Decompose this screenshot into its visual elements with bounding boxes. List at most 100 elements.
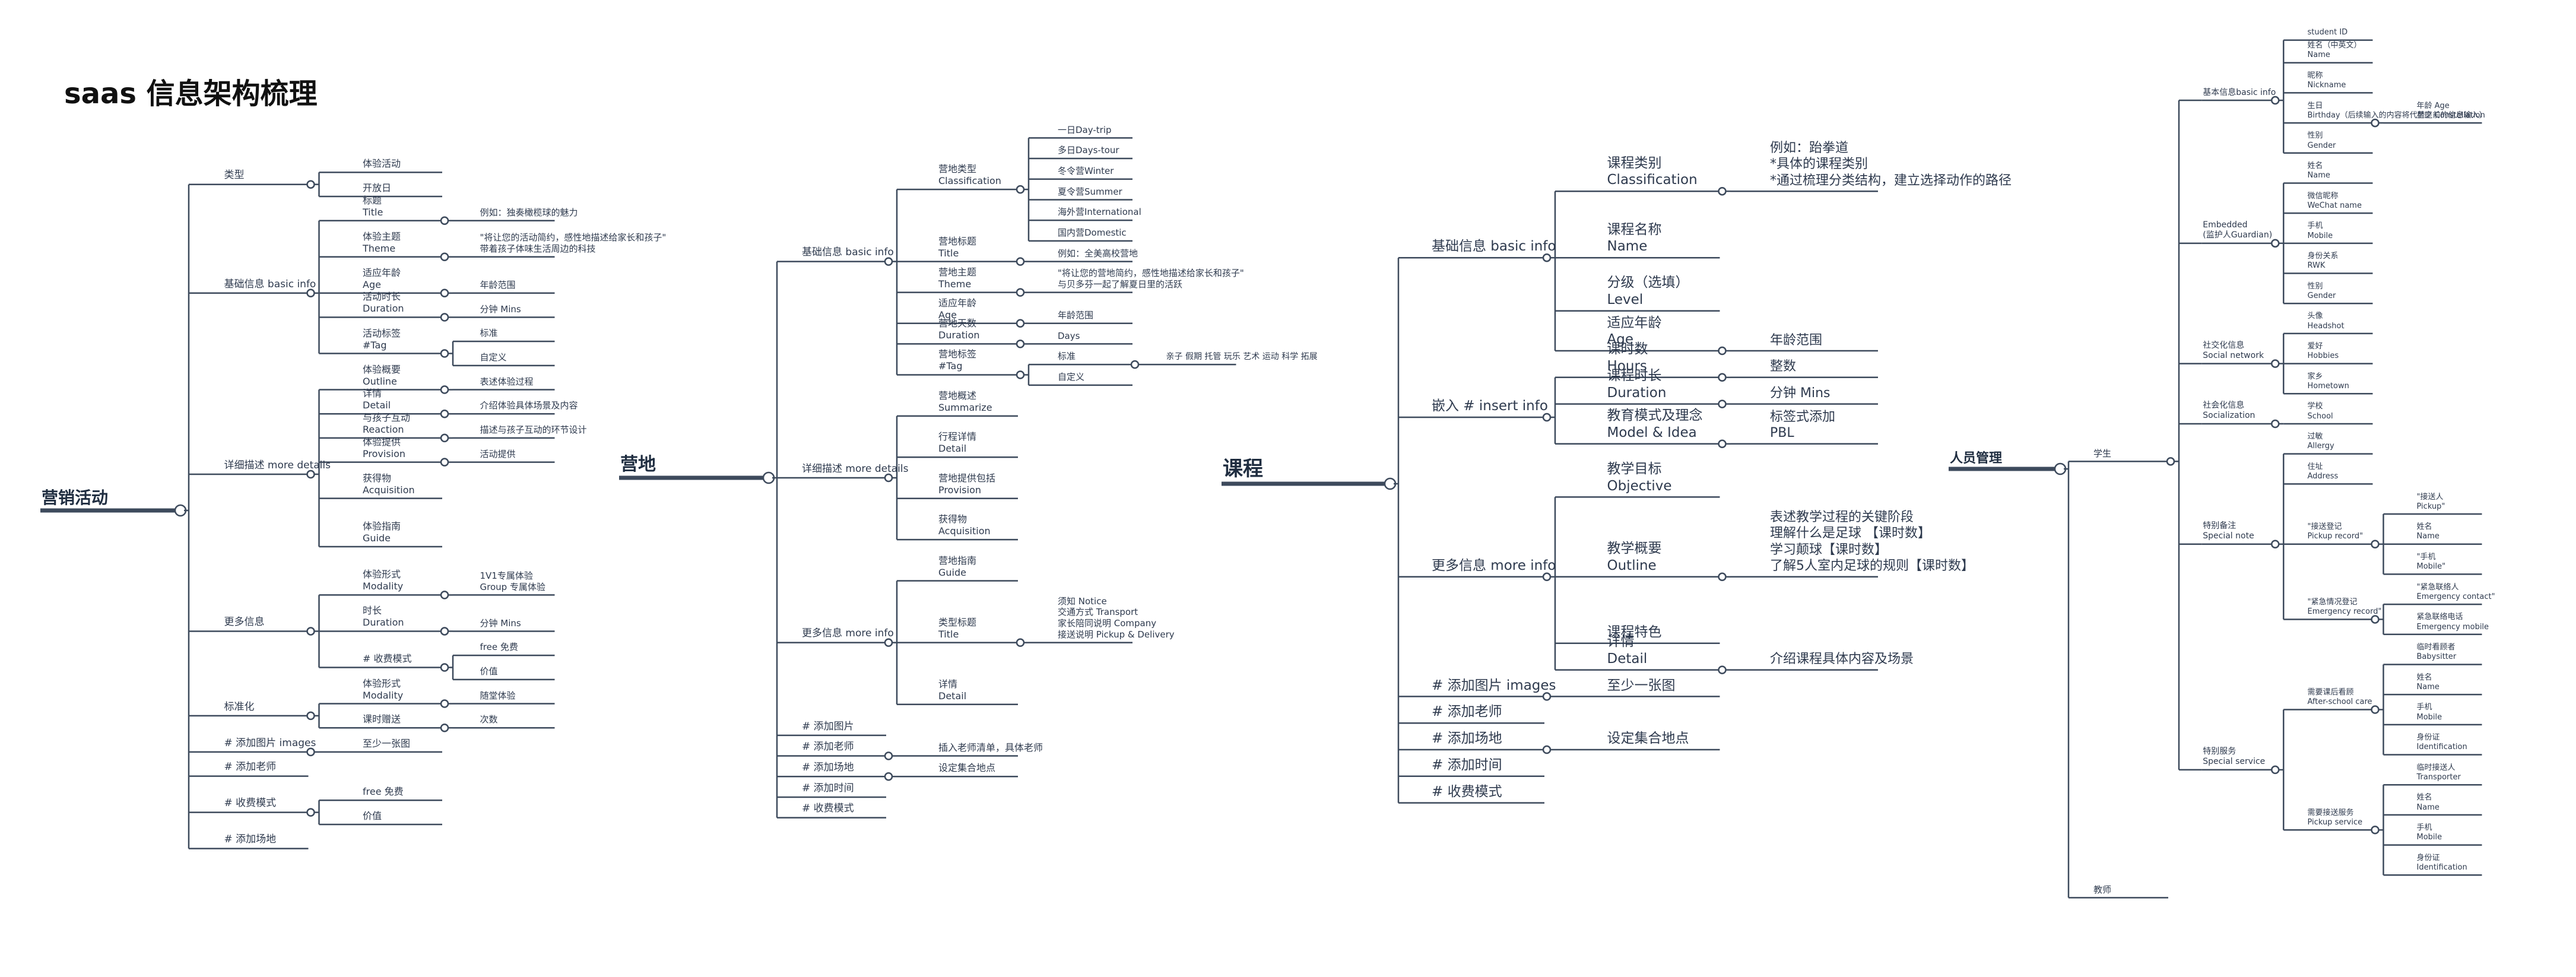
camp-node-3-67[interactable]: 自定义 <box>1058 372 1085 383</box>
camp-node-1-79[interactable]: # 添加老师 <box>802 741 854 753</box>
camp-node-3-63[interactable]: Days <box>1058 330 1080 341</box>
personnel-node-4-154[interactable]: 手机 Mobile <box>2416 823 2442 842</box>
personnel-node-3-136[interactable]: 过敏 Allergy <box>2307 432 2334 451</box>
course-node-2-94[interactable]: 课时数 Hours <box>1607 341 1648 375</box>
personnel-node-4-155[interactable]: 身份证 Identification <box>2416 853 2467 873</box>
course-node-1-113[interactable]: # 收费模式 <box>1432 783 1502 800</box>
marketing-node-2-19[interactable]: 详情 Detail <box>363 388 391 411</box>
course-node-2-105[interactable]: 详情 Detail <box>1607 634 1648 667</box>
marketing-node-2-13[interactable]: 活动标签 #Tag <box>363 327 401 351</box>
camp-node-2-64[interactable]: 营地标签 #Tag <box>938 348 977 372</box>
personnel-node-2-135[interactable]: 特别备注 Special note <box>2203 521 2254 541</box>
personnel-node-4-153[interactable]: 姓名 Name <box>2416 793 2439 812</box>
marketing-node-2-7[interactable]: 体验主题 Theme <box>363 230 401 254</box>
marketing-node-2-26[interactable]: 体验指南 Guide <box>363 521 401 544</box>
course-node-2-87[interactable]: 课程类别 Classification <box>1607 155 1698 188</box>
marketing-node-3-34[interactable]: 价值 <box>480 666 498 677</box>
camp-node-0-47[interactable]: 营地 <box>620 453 656 475</box>
marketing-node-1-4[interactable]: 基础信息 basic info <box>224 278 316 290</box>
camp-node-3-57[interactable]: 例如：全美高校营地 <box>1058 248 1138 259</box>
camp-node-2-56[interactable]: 营地标题 Title <box>938 235 977 259</box>
course-node-3-99[interactable]: 标签式添加 PBL <box>1770 409 1836 441</box>
personnel-node-3-146[interactable]: 需要课后看顾 After-school care <box>2307 688 2372 707</box>
camp-node-4-66[interactable]: 亲子 假期 托管 玩乐 艺术 运动 科学 拓展 <box>1166 351 1318 361</box>
course-node-2-89[interactable]: 课程名称 Name <box>1607 221 1662 255</box>
personnel-node-4-141[interactable]: "手机 Mobile" <box>2416 552 2446 572</box>
camp-node-1-84[interactable]: # 收费模式 <box>802 802 854 815</box>
marketing-node-2-44[interactable]: free 免费 <box>363 786 404 798</box>
camp-node-1-73[interactable]: 更多信息 more info <box>802 627 894 640</box>
camp-node-2-80[interactable]: 插入老师清单，具体老师 <box>938 741 1043 753</box>
personnel-node-1-156[interactable]: 教师 <box>2093 884 2112 895</box>
marketing-node-1-35[interactable]: 标准化 <box>224 700 255 713</box>
marketing-node-2-41[interactable]: 至少一张图 <box>363 737 411 749</box>
personnel-node-4-152[interactable]: 临时接送人 Transporter <box>2416 763 2461 782</box>
personnel-node-2-116[interactable]: 基本信息basic info <box>2203 87 2276 97</box>
camp-node-2-72[interactable]: 获得物 Acquisition <box>938 513 991 537</box>
course-node-3-92[interactable]: 年龄范围 <box>1770 332 1823 348</box>
personnel-node-3-127[interactable]: 身份关系 RWK <box>2307 252 2339 271</box>
camp-node-2-49[interactable]: 营地类型 Classification <box>938 163 1001 187</box>
marketing-node-1-46[interactable]: # 添加场地 <box>224 833 277 846</box>
course-node-3-97[interactable]: 分钟 Mins <box>1770 386 1831 401</box>
marketing-node-3-37[interactable]: 随堂体验 <box>480 690 516 701</box>
marketing-node-3-14[interactable]: 标准 <box>480 328 498 339</box>
marketing-node-2-21[interactable]: 与孩子互动 Reaction <box>363 411 411 435</box>
camp-node-3-76[interactable]: 须知 Notice 交通方式 Transport 家长陪同说明 Company … <box>1058 595 1175 640</box>
marketing-node-3-12[interactable]: 分钟 Mins <box>480 303 521 315</box>
personnel-node-3-132[interactable]: 家乡 Hometown <box>2307 372 2349 391</box>
personnel-node-4-144[interactable]: 紧急联络电话 Emergency mobile <box>2416 613 2489 632</box>
marketing-node-3-8[interactable]: "将让您的活动简约，感性地描述给家长和孩子" 带着孩子体味生活周边的科技 <box>480 232 667 254</box>
marketing-node-1-1[interactable]: 类型 <box>224 169 245 182</box>
personnel-node-2-133[interactable]: 社会化信息 Socialization <box>2203 400 2255 421</box>
marketing-node-3-15[interactable]: 自定义 <box>480 352 507 363</box>
marketing-node-1-40[interactable]: # 添加图片 images <box>224 737 316 749</box>
marketing-node-2-36[interactable]: 体验形式 Modality <box>363 677 404 701</box>
marketing-node-2-38[interactable]: 课时赠送 <box>363 713 401 725</box>
course-node-2-91[interactable]: 适应年龄 Age <box>1607 315 1662 348</box>
camp-node-2-69[interactable]: 营地概述 Summarize <box>938 389 992 413</box>
marketing-node-3-6[interactable]: 例如：独奏橄榄球的魅力 <box>480 207 578 218</box>
camp-node-1-83[interactable]: # 添加时间 <box>802 782 854 794</box>
marketing-node-2-11[interactable]: 活动时长 Duration <box>363 291 404 315</box>
marketing-node-3-20[interactable]: 介绍体验具体场景及内容 <box>480 400 578 411</box>
camp-node-2-58[interactable]: 营地主题 Theme <box>938 266 977 290</box>
personnel-node-3-124[interactable]: 姓名 Name <box>2307 161 2330 180</box>
personnel-node-3-130[interactable]: 头像 Headshot <box>2307 312 2345 331</box>
marketing-node-2-23[interactable]: 体验提供 Provision <box>363 436 406 459</box>
marketing-node-2-28[interactable]: 体验形式 Modality <box>363 569 404 592</box>
course-node-1-107[interactable]: # 添加图片 images <box>1432 677 1556 693</box>
camp-node-2-70[interactable]: 行程详情 Detail <box>938 431 977 455</box>
marketing-node-1-43[interactable]: # 收费模式 <box>224 797 277 810</box>
marketing-node-1-27[interactable]: 更多信息 <box>224 616 265 629</box>
course-node-2-108[interactable]: 至少一张图 <box>1607 677 1676 693</box>
personnel-node-2-145[interactable]: 特别服务 Special service <box>2203 746 2266 767</box>
camp-node-3-51[interactable]: 多日Days-tour <box>1058 145 1119 156</box>
marketing-node-2-45[interactable]: 价值 <box>363 810 382 821</box>
personnel-node-3-117[interactable]: student ID <box>2307 28 2348 37</box>
marketing-node-3-24[interactable]: 活动提供 <box>480 448 516 459</box>
camp-node-3-55[interactable]: 国内营Domestic <box>1058 227 1127 239</box>
marketing-node-2-2[interactable]: 体验活动 <box>363 158 401 170</box>
personnel-node-4-149[interactable]: 手机 Mobile <box>2416 703 2442 722</box>
course-node-3-95[interactable]: 整数 <box>1770 359 1797 375</box>
marketing-node-3-22[interactable]: 描述与孩子互动的环节设计 <box>480 424 587 436</box>
camp-node-3-54[interactable]: 海外营International <box>1058 207 1141 218</box>
camp-node-1-78[interactable]: # 添加图片 <box>802 720 854 732</box>
camp-node-1-81[interactable]: # 添加场地 <box>802 761 854 773</box>
marketing-node-3-29[interactable]: 1V1专属体验 Group 专属体验 <box>480 570 545 592</box>
marketing-node-3-39[interactable]: 次数 <box>480 714 498 725</box>
camp-node-3-65[interactable]: 标准 <box>1058 351 1076 362</box>
course-node-2-111[interactable]: 设定集合地点 <box>1607 731 1689 747</box>
marketing-node-1-16[interactable]: 详细描述 more details <box>224 459 331 471</box>
marketing-node-2-3[interactable]: 开放日 <box>363 182 392 194</box>
personnel-node-3-120[interactable]: 生日 Birthday（后续输入的内容将代替之前的信息输入） <box>2307 101 2487 120</box>
camp-node-1-68[interactable]: 详细描述 more details <box>802 462 909 475</box>
personnel-node-4-150[interactable]: 身份证 Identification <box>2416 733 2467 752</box>
personnel-node-3-137[interactable]: 住址 Address <box>2307 462 2339 481</box>
personnel-node-2-129[interactable]: 社交化信息 Social network <box>2203 340 2264 361</box>
personnel-node-3-131[interactable]: 爱好 Hobbies <box>2307 342 2339 361</box>
course-node-1-110[interactable]: # 添加场地 <box>1432 731 1502 747</box>
marketing-node-3-18[interactable]: 表述体验过程 <box>480 376 534 387</box>
camp-node-3-53[interactable]: 夏令营Summer <box>1058 186 1122 197</box>
